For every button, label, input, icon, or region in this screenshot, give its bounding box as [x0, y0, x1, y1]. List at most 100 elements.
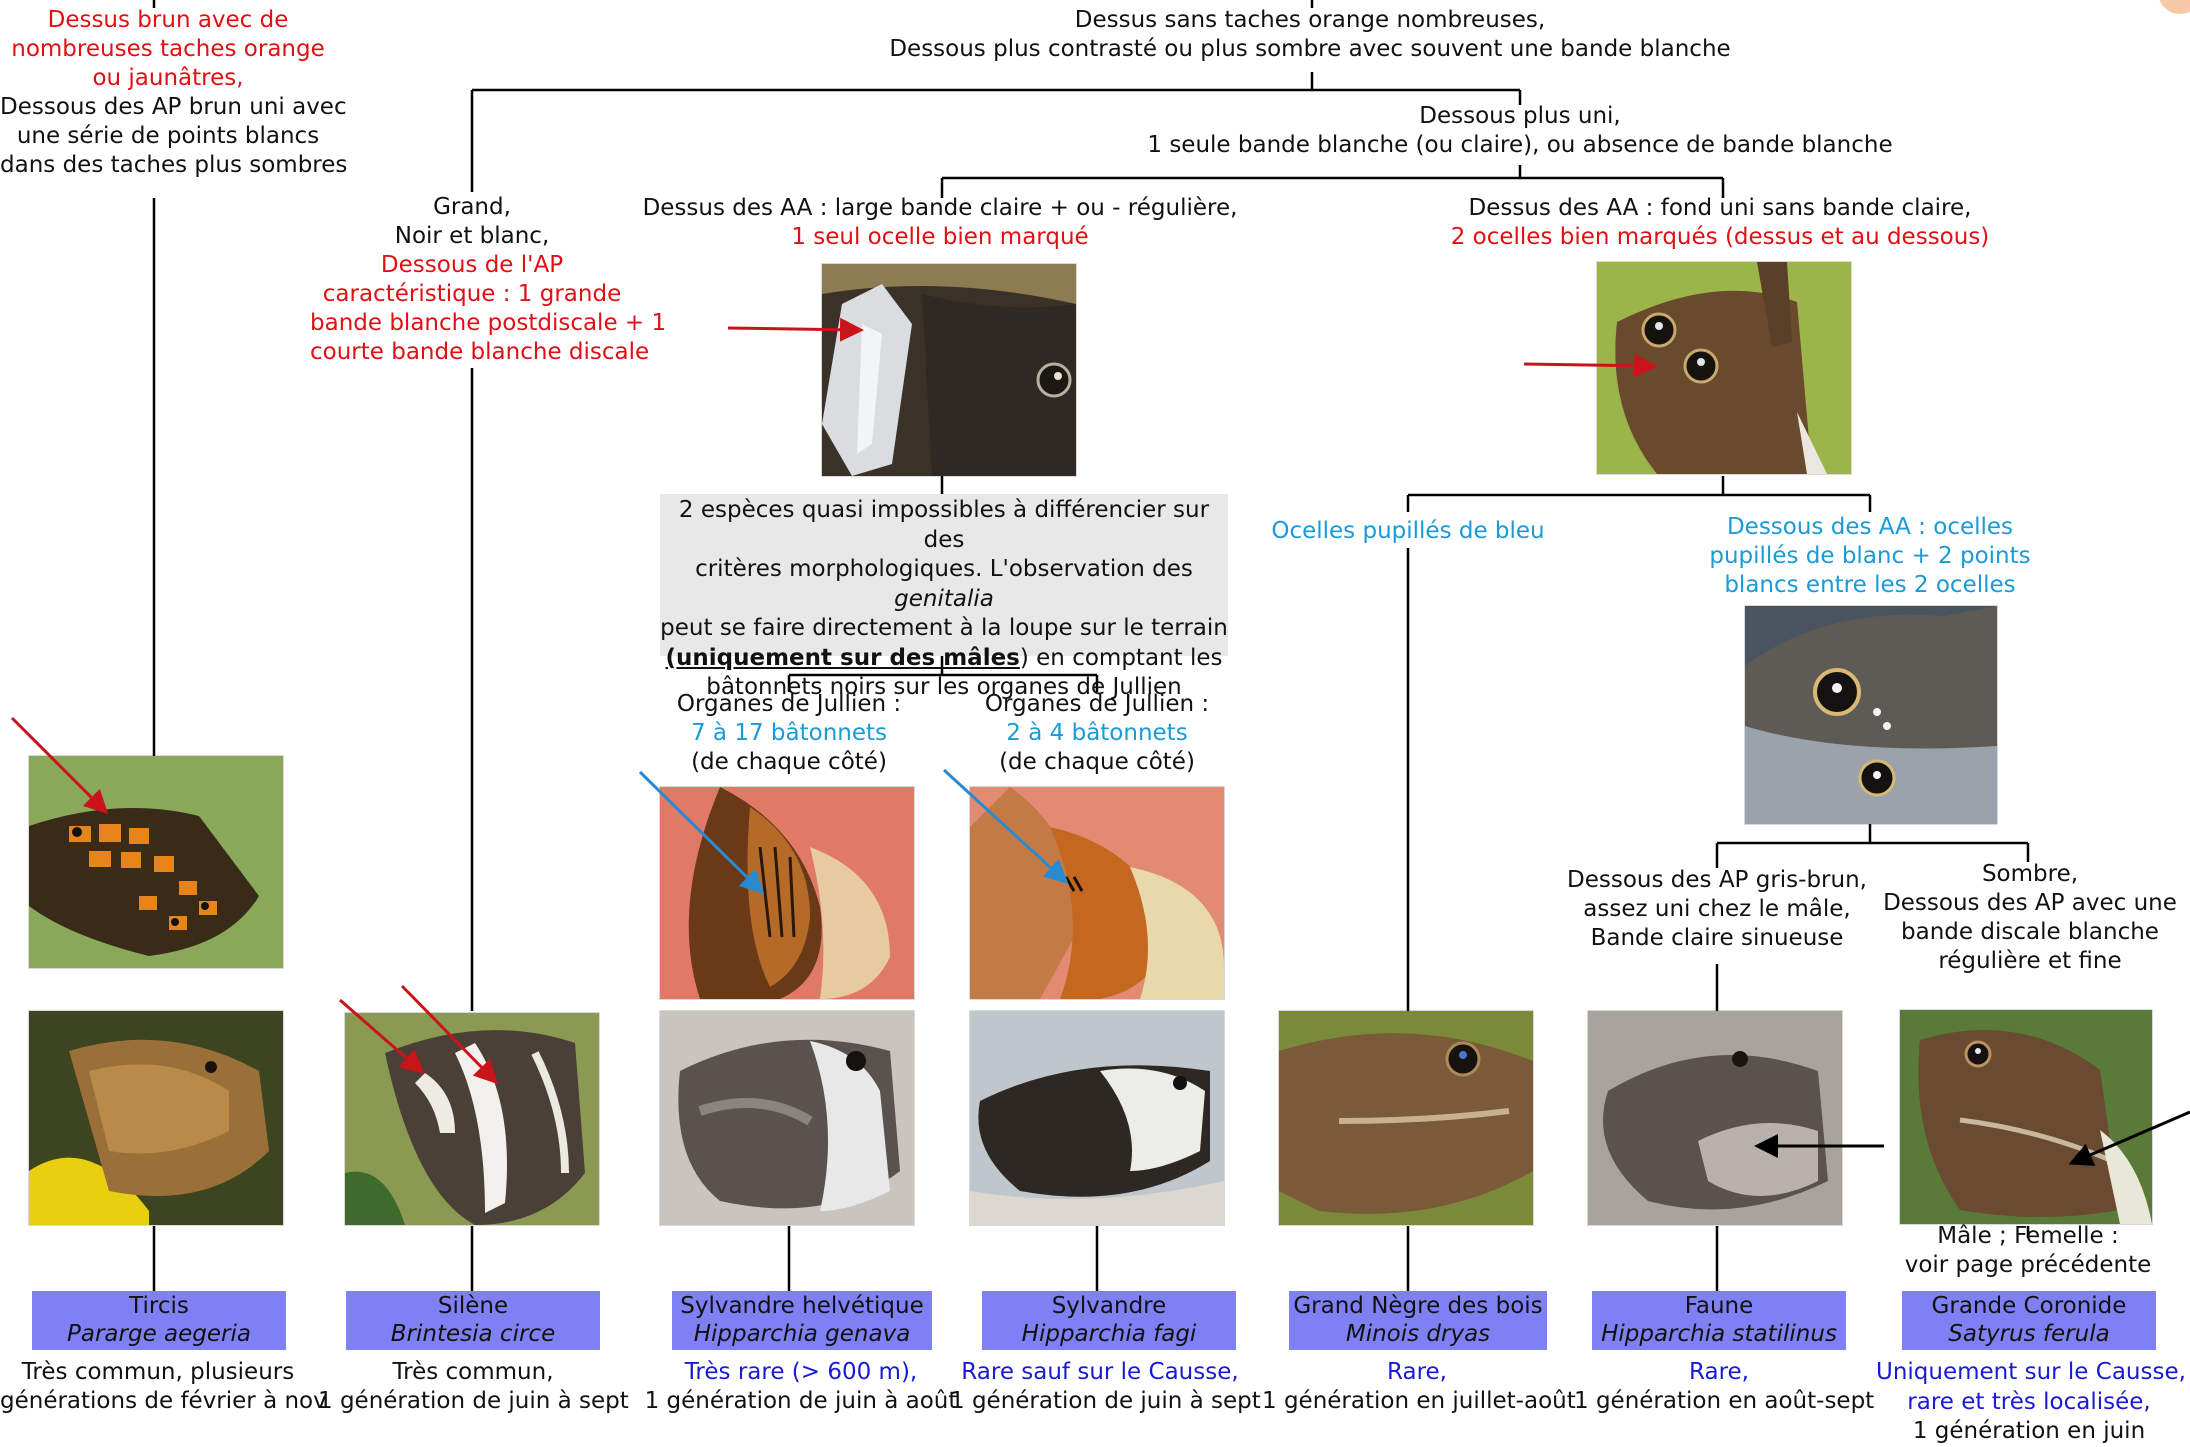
species-latin-name: Pararge aegeria [67, 1321, 251, 1347]
species-status-tircis: Très commun, plusieurs générations de fé… [0, 1359, 327, 1414]
corner-decoration [2159, 0, 2190, 14]
grand-line5: bande blanche postdiscale + 1 [310, 310, 667, 336]
root-criterion: Dessus sans taches orange nombreuses, De… [860, 6, 1760, 64]
left-branch-criterion: Dessus brun avec de nombreuses taches or… [0, 6, 348, 180]
organes1-line2: 7 à 17 bâtonnets [690, 720, 888, 746]
photo-statilinus [1587, 1010, 1843, 1226]
ocelles-blanc-line3: blancs entre les 2 ocelles [1724, 572, 2016, 598]
ocelles-blanc-line1: Dessous des AA : ocelles [1726, 514, 2014, 540]
organes2-line2: 2 à 4 bâtonnets [1006, 720, 1188, 746]
sombre-line4: régulière et fine [1938, 948, 2122, 974]
sombre-line3: bande discale blanche [1901, 919, 2159, 945]
root-line2: Dessous plus contrasté ou plus sombre av… [889, 36, 1731, 62]
species-latin-name: Satyrus ferula [1948, 1321, 2110, 1347]
uni-criterion: Dessous plus uni, 1 seule bande blanche … [1120, 102, 1920, 160]
photo-silene [344, 1012, 600, 1226]
species-status-statilinus: Rare, 1 génération en août-sept [1574, 1359, 1875, 1414]
species-latin-name: Hipparchia genava [693, 1321, 911, 1347]
fond-uni-criterion: Dessus des AA : fond uni sans bande clai… [1430, 194, 2010, 252]
species-status-fagi: Rare sauf sur le Causse, 1 génération de… [950, 1359, 1261, 1414]
species-common-name: Sylvandre helvétique [680, 1293, 924, 1319]
species-label-fagi: Sylvandre Hipparchia fagi [982, 1291, 1236, 1350]
photo-fagi [969, 1010, 1225, 1226]
species-status-genava: Très rare (> 600 m), 1 génération de jui… [644, 1359, 958, 1414]
grand-line1: Grand, [433, 194, 511, 220]
ocelles-blanc-criterion: Dessous des AA : ocelles pupillés de bla… [1700, 513, 2040, 600]
note-line4: (uniquement sur des mâles) en comptant l… [665, 644, 1223, 671]
species-label-silene: Silène Brintesia circe [346, 1291, 600, 1350]
gris-brun-line3: Bande claire sinueuse [1590, 925, 1844, 951]
sombre-line1: Sombre, [1981, 861, 2079, 887]
photo-satyrus-ferula [1899, 1009, 2153, 1225]
ocelles-bleu-line1: Ocelles pupillés de bleu [1271, 518, 1545, 544]
photo-fond-uni [1596, 261, 1852, 475]
photo-ocelles-blanc [1744, 605, 1998, 825]
species-status-minois: Rare, 1 génération en juillet-août [1262, 1359, 1576, 1414]
left-line3: ou jaunâtres, [92, 65, 244, 91]
left-line6: dans des taches plus sombres [0, 152, 348, 178]
species-common-name: Tircis [129, 1293, 189, 1319]
species-status-satyrus: Uniquement sur le Causse, rare et très l… [1876, 1359, 2186, 1444]
photo-tircis [28, 1010, 284, 1226]
organes-genava: Organes de Jullien : 7 à 17 bâtonnets (d… [640, 690, 938, 777]
photo-genava [659, 1010, 915, 1226]
organes2-line3: (de chaque côté) [999, 749, 1195, 775]
species-common-name: Grande Coronide [1931, 1293, 2127, 1319]
gris-brun-criterion: Dessous des AP gris-brun, assez uni chez… [1560, 866, 1874, 953]
species-label-statilinus: Faune Hipparchia statilinus [1592, 1291, 1846, 1350]
ocelles-bleu-criterion: Ocelles pupillés de bleu [1240, 517, 1576, 546]
species-label-minois: Grand Nègre des bois Minois dryas [1289, 1291, 1547, 1350]
male-femelle-line1: Mâle ; Femelle : [1937, 1223, 2119, 1249]
sombre-criterion: Sombre, Dessous des AP avec une bande di… [1880, 860, 2180, 976]
species-latin-name: Brintesia circe [390, 1321, 556, 1347]
grand-line6: courte bande blanche discale [310, 339, 650, 365]
note-line3: peut se faire directement à la loupe sur… [660, 615, 1228, 641]
left-line1: Dessus brun avec de [47, 7, 289, 33]
photo-large-bande [821, 263, 1077, 477]
grand-line3: Dessous de l'AP [380, 252, 564, 278]
photo-genitalia-genava [659, 786, 915, 1000]
note-line2: critères morphologiques. L'observation d… [695, 556, 1193, 612]
left-line2: nombreuses taches orange [11, 36, 325, 62]
grand-line4: caractéristique : 1 grande [322, 281, 622, 307]
sombre-line2: Dessous des AP avec une [1883, 890, 2177, 916]
species-common-name: Silène [437, 1293, 509, 1319]
photo-genitalia-fagi [969, 786, 1225, 1000]
uni-line1: Dessous plus uni, [1419, 103, 1621, 129]
organes2-line1: Organes de Jullien : [984, 691, 1210, 717]
gris-brun-line1: Dessous des AP gris-brun, [1567, 867, 1867, 893]
left-line4: Dessous des AP brun uni avec [0, 94, 347, 120]
species-common-name: Faune [1684, 1293, 1754, 1319]
large-bande-criterion: Dessus des AA : large bande claire + ou … [640, 194, 1240, 252]
species-label-satyrus: Grande Coronide Satyrus ferula [1902, 1291, 2156, 1350]
uni-line2: 1 seule bande blanche (ou claire), ou ab… [1147, 132, 1893, 158]
grand-line2: Noir et blanc, [394, 223, 550, 249]
fond-uni-line2: 2 ocelles bien marqués (dessus et au des… [1450, 224, 1990, 250]
root-line1: Dessus sans taches orange nombreuses, [1074, 7, 1546, 33]
large-bande-line2: 1 seul ocelle bien marqué [791, 224, 1089, 250]
organes-fagi: Organes de Jullien : 2 à 4 bâtonnets (de… [946, 690, 1248, 777]
species-latin-name: Hipparchia statilinus [1601, 1321, 1837, 1347]
left-line5: une série de points blancs [16, 123, 320, 149]
ocelles-blanc-line2: pupillés de blanc + 2 points [1709, 543, 2031, 569]
species-common-name: Grand Nègre des bois [1293, 1293, 1543, 1319]
gris-brun-line2: assez uni chez le mâle, [1583, 896, 1851, 922]
male-femelle-line2: voir page précédente [1904, 1252, 2152, 1278]
species-common-name: Sylvandre [1051, 1293, 1167, 1319]
note-line5: bâtonnets noirs sur les organes de Julli… [706, 674, 1182, 700]
species-label-genava: Sylvandre helvétique Hipparchia genava [672, 1291, 932, 1350]
species-latin-name: Hipparchia fagi [1021, 1321, 1197, 1347]
note-line1: 2 espèces quasi impossibles à différenci… [678, 497, 1210, 553]
grand-criterion: Grand, Noir et blanc, Dessous de l'AP ca… [310, 193, 667, 367]
fond-uni-line1: Dessus des AA : fond uni sans bande clai… [1468, 195, 1972, 221]
organes1-line1: Organes de Jullien : [676, 691, 902, 717]
species-latin-name: Minois dryas [1345, 1321, 1491, 1347]
genitalia-note-box: 2 espèces quasi impossibles à différenci… [660, 494, 1228, 700]
large-bande-line1: Dessus des AA : large bande claire + ou … [642, 195, 1238, 221]
photo-tircis-upperside [28, 755, 284, 969]
species-status-silene: Très commun, 1 génération de juin à sept [318, 1359, 629, 1414]
species-label-tircis: Tircis Pararge aegeria [32, 1291, 286, 1350]
male-femelle-note: Mâle ; Femelle : voir page précédente [1880, 1222, 2176, 1280]
photo-minois-dryas [1278, 1010, 1534, 1226]
